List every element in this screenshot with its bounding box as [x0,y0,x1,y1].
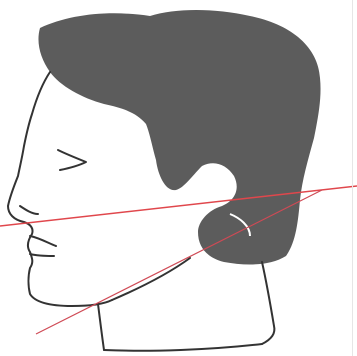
lower-reference-line [36,190,322,334]
upper-reference-line [0,186,357,226]
lower-lip [30,254,54,256]
eye-shape [58,150,86,170]
neck-back-line [262,262,274,344]
hair-shape [38,10,320,264]
collar-line [104,344,262,351]
nostril-shape [20,206,38,214]
jaw-line [112,258,190,300]
frame-edge [352,0,353,356]
face-profile-outline [8,72,112,306]
upper-lip [30,236,56,246]
neck-front-line [98,304,104,350]
